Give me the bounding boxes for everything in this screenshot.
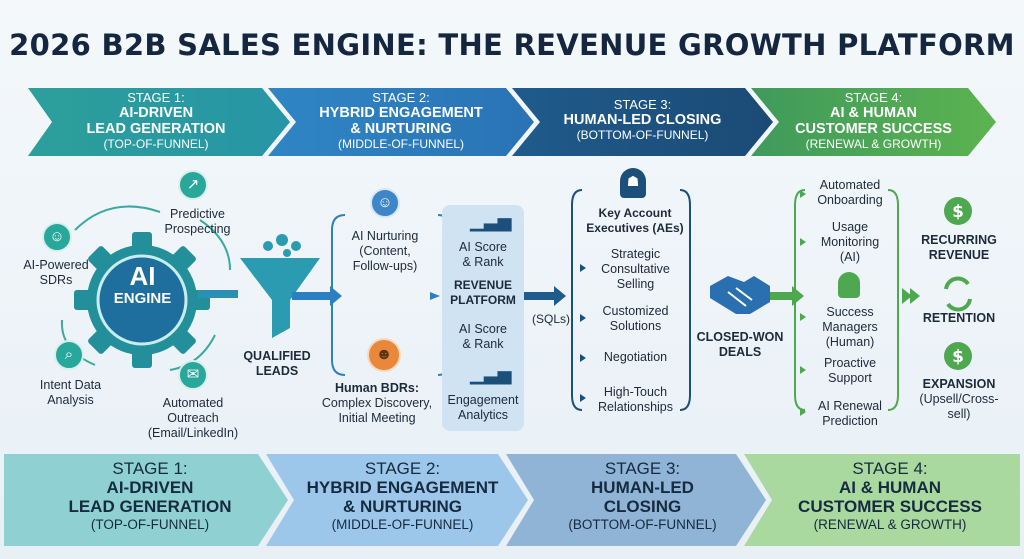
ai-score-rank-label-1: AI Score& Rank — [459, 240, 507, 269]
svg-text:$: $ — [952, 347, 964, 367]
svg-text:$: $ — [952, 202, 964, 222]
ai-engine-gear — [74, 232, 210, 368]
person-green-icon — [838, 272, 860, 298]
ai-engine-label: AI ENGINE — [113, 261, 172, 307]
chart-growth-icon: ↗ — [178, 170, 208, 200]
bottom-stage-chevrons — [4, 454, 1020, 546]
funnel-icon — [240, 234, 320, 338]
stage1-top-chevron — [28, 88, 290, 156]
stage4-bottom-label: STAGE 4: AI & HUMAN CUSTOMER SUCCESS (RE… — [798, 459, 982, 532]
search-chart-icon: ⌕ — [54, 340, 84, 370]
stage2-bottom-chevron — [266, 454, 528, 546]
stage1-bottom-chevron — [4, 454, 288, 546]
dollar-icon-expansion: $ — [944, 342, 972, 370]
ai-score-rank-label-2: AI Score& Rank — [459, 322, 507, 351]
stage2-bottom-label: STAGE 2: HYBRID ENGAGEMENT & NURTURING (… — [306, 459, 499, 532]
stage3-top-chevron — [512, 88, 773, 156]
page-title: 2026 B2B SALES ENGINE: THE REVENUE GROWT… — [9, 28, 1015, 62]
stage2-top-label: STAGE 2: HYBRID ENGAGEMENT & NURTURING (… — [319, 90, 483, 151]
dollar-icon-recurring: $ — [944, 197, 972, 225]
retention-label: RETENTION — [922, 311, 996, 325]
robot-icon: ☺ — [42, 222, 72, 252]
stage4-top-chevron — [751, 88, 996, 156]
flow-diagram: $ $ — [60, 189, 972, 411]
stage3-bottom-chevron — [506, 454, 766, 546]
person-icon: ☻ — [367, 338, 401, 372]
stage4-bottom-chevron — [744, 454, 1020, 546]
revenue-platform-panel — [442, 205, 524, 431]
envelope-icon: ✉ — [178, 360, 208, 390]
stage1-top-label: STAGE 1: AI-DRIVEN LEAD GENERATION (TOP-… — [86, 90, 226, 151]
stage2-top-chevron — [268, 88, 534, 156]
analytics-icon: ▁▃▅ — [470, 364, 512, 384]
expansion-label: EXPANSION(Upsell/Cross-sell) — [919, 377, 999, 421]
bar-chart-icon: ▁▃▅ — [470, 211, 512, 231]
stage3-bottom-label: STAGE 3: HUMAN-LED CLOSING (BOTTOM-OF-FU… — [568, 459, 717, 532]
manager-icon: ☗ — [620, 168, 646, 198]
human-bdrs-label: Human BDRs:Complex Discovery,Initial Mee… — [321, 381, 433, 425]
handshake-icon — [710, 276, 770, 314]
robot-nurture-icon: ☺ — [370, 188, 400, 218]
stage4-top-label: STAGE 4: AI & HUMAN CUSTOMER SUCCESS (RE… — [795, 90, 952, 151]
stage1-bottom-label: STAGE 1: AI-DRIVEN LEAD GENERATION (TOP-… — [68, 459, 232, 532]
sqls-label: (SQLs) — [531, 312, 570, 326]
refresh-icon — [944, 276, 972, 312]
ai-nurturing-label: AI Nurturing(Content,Follow-ups) — [351, 229, 419, 273]
stage3-top-label: STAGE 3: HUMAN-LED CLOSING (BOTTOM-OF-FU… — [563, 97, 722, 142]
negotiation-label: Negotiation — [603, 350, 668, 364]
top-stage-chevrons — [28, 88, 996, 156]
